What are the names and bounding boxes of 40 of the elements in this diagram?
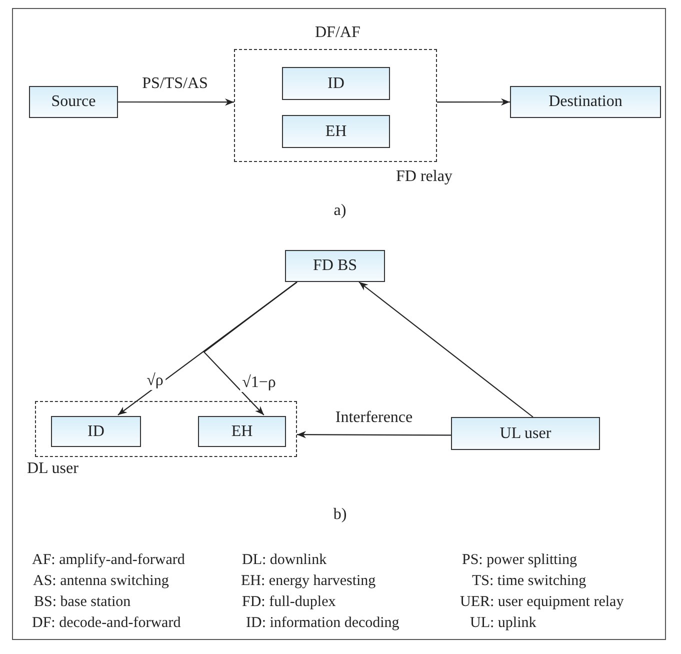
abbreviation-entry: DF: decode-and-forward — [32, 615, 181, 632]
edge-label: √1−ρ — [240, 374, 278, 392]
abbreviation-entry: EH: energy harvesting — [241, 573, 376, 590]
arrow — [297, 431, 451, 438]
box-label: EH — [325, 122, 347, 140]
abbreviation-entry: UL: uplink — [470, 615, 536, 632]
arrow — [118, 98, 234, 106]
panel-label: b) — [333, 506, 347, 524]
group-label: DF/AF — [315, 24, 360, 42]
arrow — [203, 282, 298, 416]
abbreviation-entry: AS: antenna switching — [33, 573, 169, 590]
process-box — [29, 86, 118, 118]
process-box — [282, 115, 390, 148]
group-label: DL user — [27, 460, 78, 478]
process-box — [282, 67, 390, 100]
process-box — [510, 86, 661, 118]
box-label: ID — [328, 74, 344, 92]
abbreviation-entry: TS: time switching — [472, 573, 586, 590]
box-label: Destination — [548, 93, 622, 111]
abbreviation-entry: DL: downlink — [242, 552, 327, 569]
box-label: UL user — [500, 424, 552, 442]
abbreviation-entry: AF: amplify-and-forward — [32, 552, 185, 569]
process-box — [285, 250, 385, 282]
process-box — [51, 416, 141, 447]
process-box — [451, 417, 600, 450]
arrow — [358, 282, 534, 418]
box-label: EH — [231, 422, 253, 440]
group-label: FD relay — [396, 168, 452, 186]
abbreviation-entry: PS: power splitting — [462, 552, 578, 569]
abbreviation-entry: UER: user equipment relay — [460, 594, 624, 611]
edge-label: √ρ — [144, 372, 166, 390]
box-label: FD BS — [312, 257, 358, 275]
abbreviation-entry: ID: information decoding — [246, 615, 400, 632]
process-box — [198, 416, 286, 447]
box-label: Source — [51, 93, 96, 111]
panel-label: a) — [334, 202, 346, 220]
box-label: ID — [88, 422, 104, 440]
abbreviation-entry: BS: base station — [34, 594, 131, 611]
arrow — [437, 98, 510, 106]
abbreviation-entry: FD: full-duplex — [242, 594, 336, 611]
